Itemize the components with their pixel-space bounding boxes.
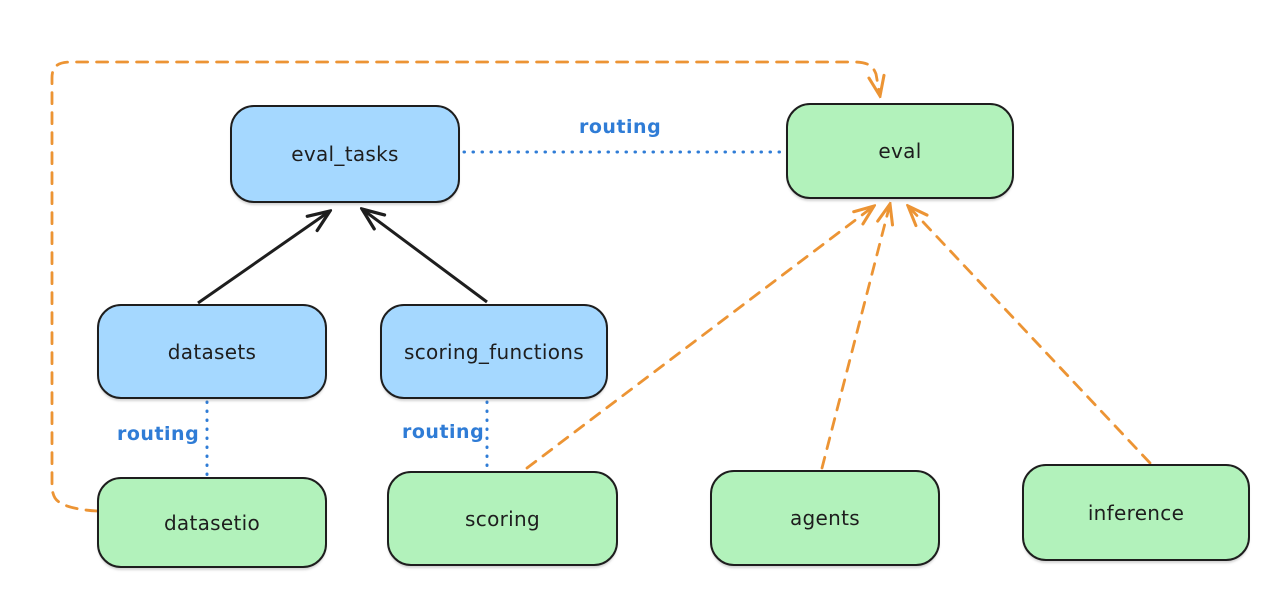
edge-agents-to-eval [820,204,890,470]
node-datasetio: datasetio [97,477,327,568]
edge-label-routing-eval-tasks-eval: routing [579,116,662,138]
edge-label-routing-datasets-datasetio: routing [117,423,200,445]
node-datasets-label: datasets [167,339,257,364]
node-scoring-functions: scoring_functions [380,304,608,399]
node-inference: inference [1022,464,1250,561]
edge-scoring-functions-to-eval-tasks [362,209,488,304]
node-agents-label: agents [790,506,860,530]
node-inference-label: inference [1087,500,1185,525]
node-scoring-label: scoring [465,506,540,531]
node-eval-label: eval [878,139,922,163]
node-datasets: datasets [97,304,327,399]
edge-datasets-to-eval-tasks [197,211,330,305]
node-scoring: scoring [387,471,618,566]
node-eval-tasks: eval_tasks [230,105,460,203]
node-scoring-functions-label: scoring_functions [403,339,585,364]
node-agents: agents [710,470,940,566]
node-eval: eval [786,103,1014,199]
edge-label-routing-scoring-functions-scoring: routing [402,421,485,443]
edge-inference-to-eval [908,206,1152,465]
node-datasetio-label: datasetio [163,510,261,535]
node-eval-tasks-label: eval_tasks [291,142,399,166]
